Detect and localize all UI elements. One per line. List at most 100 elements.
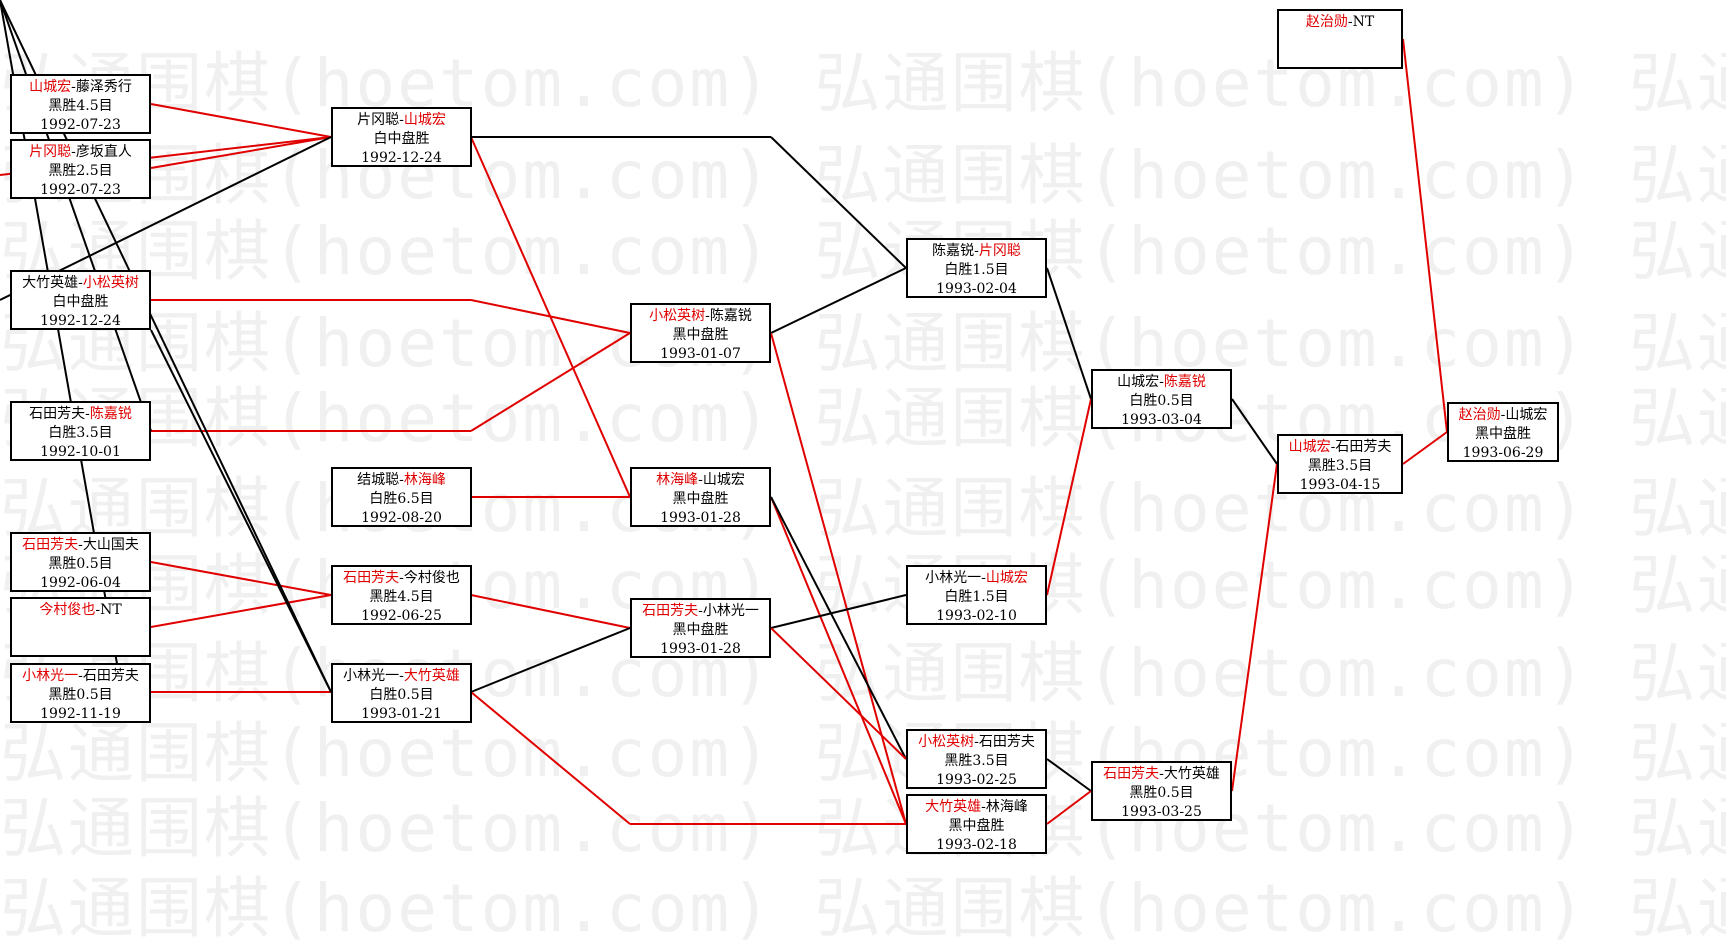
black-player: 石田芳夫 <box>343 570 400 586</box>
game-result: 黑胜3.5目 <box>1307 458 1373 474</box>
black-player: 石田芳夫 <box>22 537 79 553</box>
player-pair: 小林光一-大竹英雄 <box>343 668 460 684</box>
game-box[interactable]: 结城聪-林海峰 白胜6.5目 1992-08-20 <box>331 467 472 527</box>
player-pair: 石田芳夫-小林光一 <box>642 603 759 619</box>
game-date: 1992-08-20 <box>361 510 442 526</box>
bracket-line <box>770 136 907 269</box>
bracket-line <box>150 594 332 628</box>
white-player: 大竹英雄 <box>403 668 460 684</box>
white-player: 片冈聪 <box>978 243 1021 259</box>
game-box[interactable]: 片冈聪-彦坂直人 黑胜2.5目 1992-07-23 <box>10 139 151 199</box>
game-date: 1993-02-10 <box>936 608 1017 624</box>
game-date: 1993-01-21 <box>361 706 442 722</box>
bracket-line <box>770 627 907 760</box>
game-date: 1993-02-04 <box>936 281 1017 297</box>
black-player: 陈嘉锐 <box>932 243 975 259</box>
player-pair: 石田芳夫-陈嘉锐 <box>29 406 132 422</box>
game-result: 黑胜0.5目 <box>1129 785 1194 801</box>
game-result: 黑胜4.5目 <box>48 98 113 114</box>
bracket-line <box>770 594 907 629</box>
game-result: 黑中盘胜 <box>672 327 729 343</box>
game-box[interactable]: 石田芳夫-小林光一 黑中盘胜 1993-01-28 <box>630 598 771 658</box>
game-result: 黑中盘胜 <box>1475 426 1531 442</box>
black-player: 结城聪 <box>357 472 400 488</box>
bracket-line <box>770 496 907 825</box>
game-result: 白胜3.5目 <box>48 425 113 441</box>
white-player: 今村俊也 <box>403 570 460 586</box>
game-box[interactable]: 山城宏-藤泽秀行 黑胜4.5目 1992-07-23 <box>10 74 151 134</box>
white-player: NT <box>1352 14 1375 30</box>
game-box[interactable]: 山城宏-陈嘉锐 白胜0.5目 1993-03-04 <box>1091 369 1232 429</box>
game-box[interactable]: 小林光一-山城宏 白胜1.5目 1993-02-10 <box>906 565 1047 625</box>
game-result: 黑胜0.5目 <box>48 687 113 703</box>
game-date: 1993-03-04 <box>1121 412 1202 428</box>
black-player: 大竹英雄 <box>22 275 79 291</box>
bracket-line <box>470 691 631 825</box>
game-box[interactable]: 赵治勋-NT <box>1277 9 1403 69</box>
game-box[interactable]: 林海峰-山城宏 黑中盘胜 1993-01-28 <box>630 467 771 527</box>
game-box[interactable]: 石田芳夫-大山国夫 黑胜0.5目 1992-06-04 <box>10 532 151 592</box>
game-date: 1993-06-29 <box>1462 445 1544 461</box>
game-date: 1992-07-23 <box>40 117 121 133</box>
bracket-line <box>1402 38 1448 433</box>
black-player: 山城宏 <box>1117 374 1160 390</box>
game-date: 1993-01-07 <box>660 346 741 362</box>
black-player: 赵治勋 <box>1458 407 1501 423</box>
black-player: 石田芳夫 <box>642 603 699 619</box>
game-date: 1992-06-04 <box>40 575 121 591</box>
player-pair: 赵治勋-山城宏 <box>1458 407 1548 423</box>
game-result: 黑中盘胜 <box>672 491 729 507</box>
game-box[interactable]: 小松英树-陈嘉锐 黑中盘胜 1993-01-07 <box>630 303 771 363</box>
game-result: 白中盘胜 <box>373 131 430 147</box>
white-player: NT <box>100 602 122 618</box>
game-result: 白胜0.5目 <box>369 687 434 703</box>
player-pair: 片冈聪-彦坂直人 <box>29 144 132 160</box>
game-date: 1992-11-19 <box>40 706 121 722</box>
game-result: 黑胜2.5目 <box>48 163 113 179</box>
game-box[interactable]: 大竹英雄-小松英树 白中盘胜 1992-12-24 <box>10 270 151 330</box>
player-pair: 石田芳夫-今村俊也 <box>343 570 460 586</box>
player-pair: 结城聪-林海峰 <box>357 472 446 488</box>
game-box[interactable]: 石田芳夫-今村俊也 黑胜4.5目 1992-06-25 <box>331 565 472 625</box>
black-player: 小林光一 <box>22 668 79 684</box>
player-pair: 赵治勋-NT <box>1305 14 1375 30</box>
white-player: 大山国夫 <box>82 537 139 553</box>
game-result: 黑胜0.5目 <box>48 556 113 572</box>
player-pair: 小林光一-山城宏 <box>925 570 1028 586</box>
game-box[interactable]: 山城宏-石田芳夫 黑胜3.5目 1993-04-15 <box>1277 434 1403 494</box>
game-result: 白胜1.5目 <box>944 262 1009 278</box>
game-date: 1992-12-24 <box>361 150 442 166</box>
game-box[interactable]: 赵治勋-山城宏 黑中盘胜 1993-06-29 <box>1447 402 1559 462</box>
game-box[interactable]: 片冈聪-山城宏 白中盘胜 1992-12-24 <box>331 107 472 167</box>
white-player: 彦坂直人 <box>75 144 132 160</box>
bracket-line <box>470 332 631 432</box>
white-player: 小松英树 <box>82 275 139 291</box>
white-player: 林海峰 <box>985 799 1028 815</box>
white-player: 石田芳夫 <box>1335 439 1392 455</box>
game-box[interactable]: 小松英树-石田芳夫 黑胜3.5目 1993-02-25 <box>906 729 1047 789</box>
player-pair: 小松英树-陈嘉锐 <box>649 308 752 324</box>
game-result: 黑中盘胜 <box>672 622 729 638</box>
bracket-line <box>770 496 907 760</box>
game-box[interactable]: 石田芳夫-大竹英雄 黑胜0.5目 1993-03-25 <box>1091 761 1232 821</box>
game-result: 白中盘胜 <box>52 294 109 310</box>
game-box[interactable]: 今村俊也-NT <box>10 597 151 657</box>
white-player: 石田芳夫 <box>82 668 139 684</box>
game-box[interactable]: 陈嘉锐-片冈聪 白胜1.5目 1993-02-04 <box>906 238 1047 298</box>
game-result: 白胜6.5目 <box>369 491 434 507</box>
player-pair: 片冈聪-山城宏 <box>357 112 446 128</box>
game-date: 1992-10-01 <box>40 444 121 460</box>
game-box[interactable]: 石田芳夫-陈嘉锐 白胜3.5目 1992-10-01 <box>10 401 151 461</box>
bracket-line <box>1402 431 1448 465</box>
bracket-line <box>0 0 152 432</box>
player-pair: 石田芳夫-大山国夫 <box>22 537 139 553</box>
game-box[interactable]: 小林光一-石田芳夫 黑胜0.5目 1992-11-19 <box>10 663 151 723</box>
black-player: 赵治勋 <box>1305 14 1348 30</box>
game-box[interactable]: 小林光一-大竹英雄 白胜0.5目 1993-01-21 <box>331 663 472 723</box>
game-date: 1993-01-28 <box>660 510 741 526</box>
game-box[interactable]: 大竹英雄-林海峰 黑中盘胜 1993-02-18 <box>906 794 1047 854</box>
game-date: 1992-06-25 <box>361 608 442 624</box>
game-result: 黑中盘胜 <box>948 818 1005 834</box>
white-player: 陈嘉锐 <box>89 406 132 422</box>
